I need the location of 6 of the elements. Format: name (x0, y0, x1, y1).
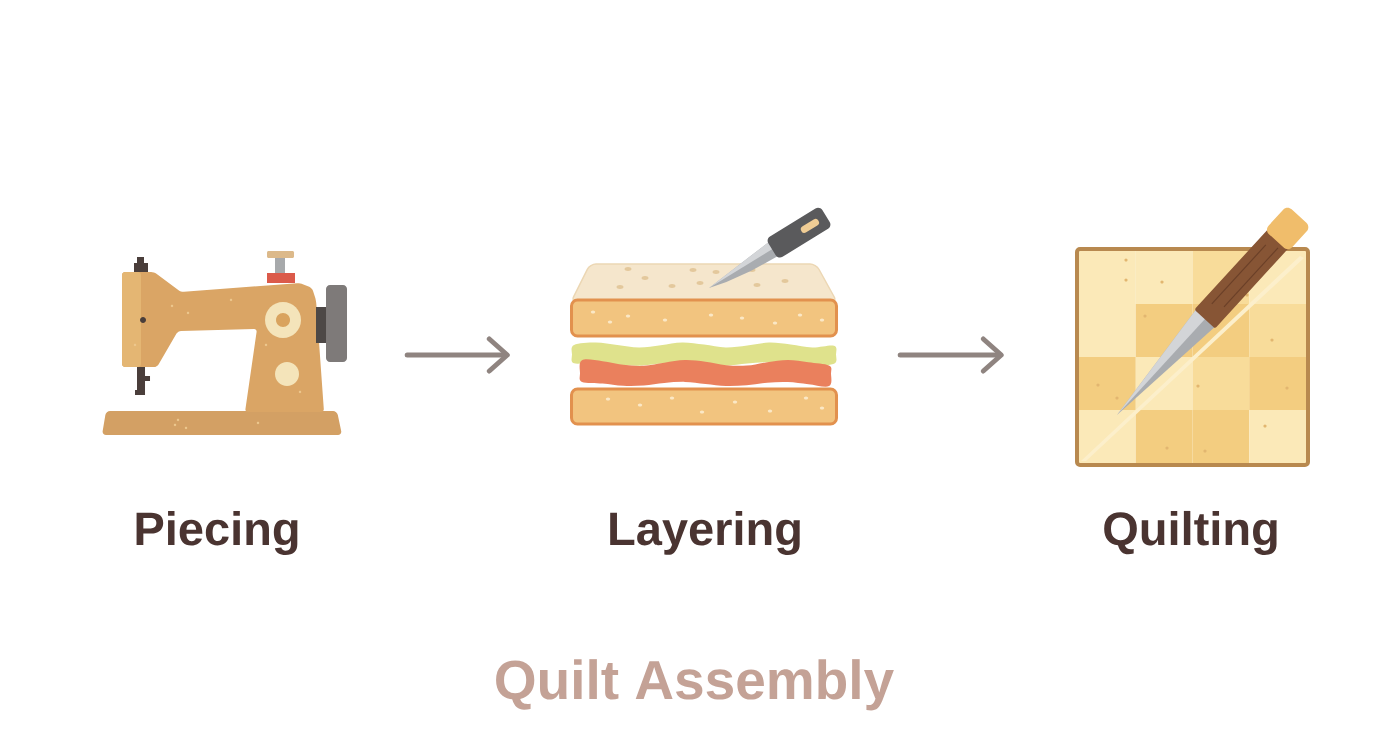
diagram-caption: Quilt Assembly (496, 659, 894, 711)
step-label: Layering (610, 510, 800, 555)
arrow (897, 336, 1004, 374)
step-label: Piecing (136, 510, 298, 555)
arrow (404, 336, 510, 374)
step-label: Quilting (1104, 510, 1277, 555)
